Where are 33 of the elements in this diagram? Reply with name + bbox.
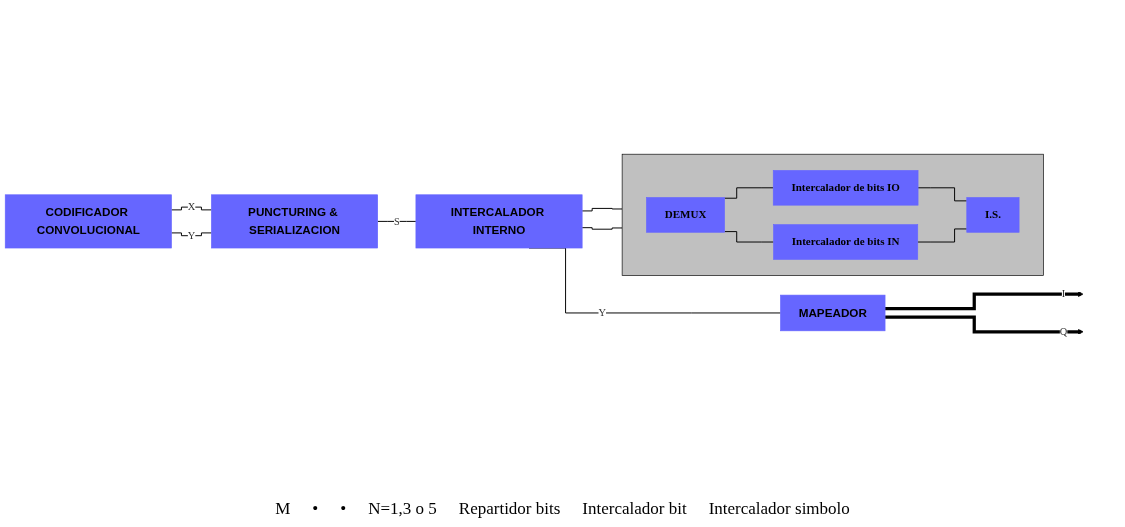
edge-label: X: [187, 201, 196, 213]
edge-label: Q: [1059, 325, 1068, 337]
label-text: Repartidor bits: [458, 499, 561, 519]
arrow: [885, 291, 1084, 311]
connector: [917, 228, 968, 243]
node-box: MAPEADOR: [780, 294, 886, 332]
label-text: Intercalador bit: [582, 499, 687, 519]
label-text: N=1,3 o 5: [368, 499, 437, 519]
label-text: •: [340, 499, 347, 519]
node-box: DEMUX: [646, 197, 725, 233]
node-box: I.S.: [966, 197, 1020, 233]
connector: [724, 231, 775, 243]
label-text: M: [275, 499, 291, 519]
edge-label: S: [393, 215, 400, 227]
node-box: INTERCALADOR INTERNO: [415, 194, 583, 249]
label-text: Intercalador simbolo: [708, 499, 850, 519]
connector: [917, 187, 968, 202]
cluster: [621, 153, 1044, 276]
connector: [724, 187, 774, 199]
node-box: Intercalador de bits IO: [772, 170, 919, 206]
connector: [170, 232, 212, 237]
connector: [170, 206, 212, 211]
connector: [581, 227, 623, 230]
node-box: Intercalador de bits IN: [773, 224, 919, 260]
edge-label: Y: [598, 307, 606, 319]
arrow: [885, 315, 1084, 335]
edge-label: I: [1061, 288, 1066, 300]
edge-label: Y: [187, 229, 196, 241]
connector: [377, 220, 417, 222]
connector: [581, 207, 623, 212]
node-box: CODIFICADOR CONVOLUCIONAL: [4, 194, 172, 249]
node-box: PUNCTURING & SERIALIZACION: [211, 194, 378, 249]
label-text: •: [312, 499, 319, 519]
